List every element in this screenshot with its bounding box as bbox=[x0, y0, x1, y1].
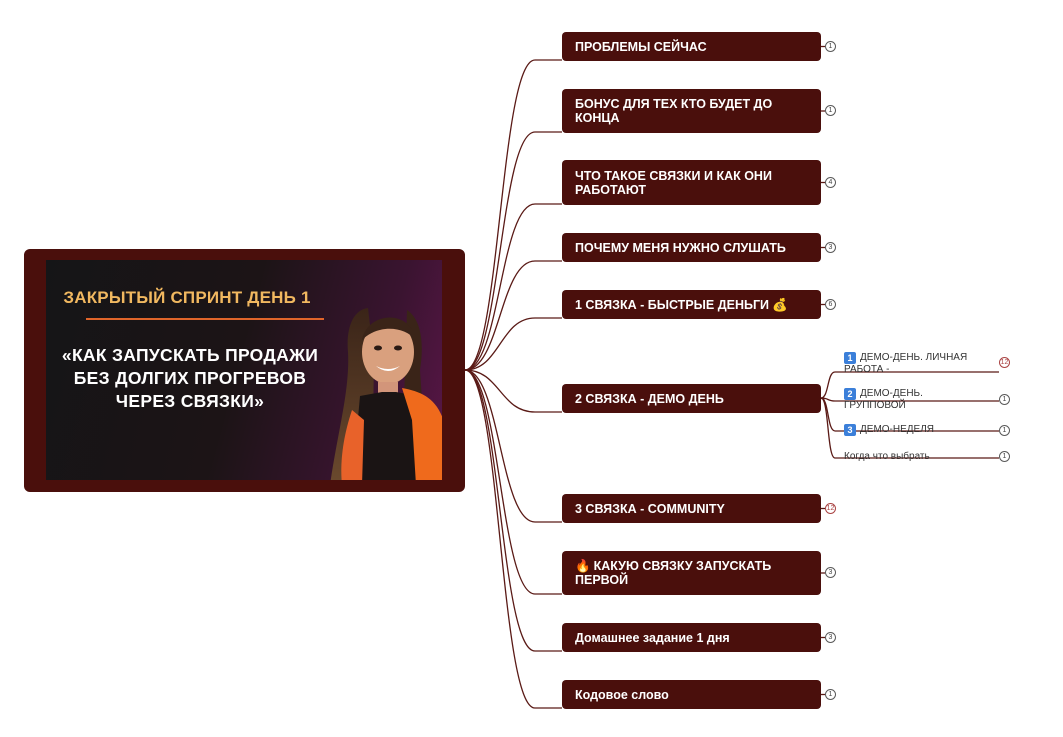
sub-branch-node[interactable]: Когда что выбрать bbox=[844, 451, 994, 462]
sub-branch-label: Когда что выбрать bbox=[844, 451, 930, 462]
sub-branch-label: ДЕМО-ДЕНЬ. ЛИЧНАЯ РАБОТА - bbox=[844, 352, 968, 375]
child-count-badge[interactable]: 3 bbox=[825, 567, 836, 578]
child-count-badge[interactable]: 1 bbox=[999, 394, 1010, 405]
child-count-badge[interactable]: 1 bbox=[999, 425, 1010, 436]
branch-link bbox=[464, 369, 562, 652]
branch-node-label: ПРОБЛЕМЫ СЕЙЧАС bbox=[575, 39, 707, 54]
branch-link bbox=[464, 369, 562, 523]
branch-link bbox=[464, 369, 562, 595]
branch-link bbox=[464, 317, 562, 371]
child-count-badge[interactable]: 1 bbox=[825, 688, 836, 700]
branch-node[interactable]: ПРОБЛЕМЫ СЕЙЧАС bbox=[562, 32, 821, 61]
branch-node-label: 2 СВЯЗКА - ДЕМО ДЕНЬ bbox=[575, 391, 724, 406]
branch-link bbox=[464, 203, 562, 371]
sub-branch-label: ДЕМО-НЕДЕЛЯ bbox=[860, 424, 934, 435]
child-count-badge[interactable]: 6 bbox=[825, 298, 836, 310]
banner-divider bbox=[86, 318, 324, 320]
number-keycap-icon: 2 bbox=[844, 388, 856, 400]
branch-link bbox=[464, 131, 562, 371]
branch-node-label: 1 СВЯЗКА - БЫСТРЫЕ ДЕНЬГИ bbox=[575, 297, 770, 312]
banner-kicker: ЗАКРЫТЫЙ СПРИНТ ДЕНЬ 1 bbox=[63, 288, 311, 307]
child-count-badge[interactable]: 1 bbox=[999, 451, 1010, 462]
sub-branch-label: ДЕМО-ДЕНЬ. ГРУППОВОЙ bbox=[844, 388, 923, 411]
branch-node-label: Домашнее задание 1 дня bbox=[575, 630, 730, 645]
branch-link bbox=[464, 369, 562, 709]
child-count-badge[interactable]: 12 bbox=[999, 357, 1010, 368]
branch-node[interactable]: Домашнее задание 1 дня bbox=[562, 623, 821, 652]
branch-node-label: 3 СВЯЗКА - COMMUNITY bbox=[575, 501, 725, 516]
branch-node[interactable]: ЧТО ТАКОЕ СВЯЗКИ И КАК ОНИ РАБОТАЮТ bbox=[562, 160, 821, 205]
child-count-badge[interactable]: 3 bbox=[825, 631, 836, 643]
number-keycap-icon: 3 bbox=[844, 424, 856, 436]
branch-node[interactable]: 🔥КАКУЮ СВЯЗКУ ЗАПУСКАТЬ ПЕРВОЙ bbox=[562, 551, 821, 595]
child-count-badge[interactable]: 12 bbox=[825, 502, 836, 514]
banner-image: ЗАКРЫТЫЙ СПРИНТ ДЕНЬ 1 «КАК ЗАПУСКАТЬ ПР… bbox=[46, 260, 442, 480]
presenter-photo bbox=[330, 308, 442, 480]
branch-link bbox=[464, 260, 562, 371]
branch-link bbox=[464, 59, 562, 371]
branch-node-label: БОНУС ДЛЯ ТЕХ КТО БУДЕТ ДО КОНЦА bbox=[575, 97, 773, 125]
number-keycap-icon: 1 bbox=[844, 352, 856, 364]
sub-branch-node[interactable]: 3 ДЕМО-НЕДЕЛЯ bbox=[844, 424, 984, 436]
branch-node[interactable]: 2 СВЯЗКА - ДЕМО ДЕНЬ bbox=[562, 384, 821, 413]
central-topic[interactable]: ЗАКРЫТЫЙ СПРИНТ ДЕНЬ 1 «КАК ЗАПУСКАТЬ ПР… bbox=[24, 249, 465, 492]
banner-title: «КАК ЗАПУСКАТЬ ПРОДАЖИ БЕЗ ДОЛГИХ ПРОГРЕ… bbox=[61, 345, 319, 411]
branch-node[interactable]: ПОЧЕМУ МЕНЯ НУЖНО СЛУШАТЬ bbox=[562, 233, 821, 262]
fire-icon: 🔥 bbox=[575, 559, 591, 573]
branch-link bbox=[464, 369, 562, 413]
branch-node-label: ЧТО ТАКОЕ СВЯЗКИ И КАК ОНИ РАБОТАЮТ bbox=[575, 168, 772, 197]
child-count-badge[interactable]: 3 bbox=[825, 241, 836, 253]
branch-node-label: КАКУЮ СВЯЗКУ ЗАПУСКАТЬ ПЕРВОЙ bbox=[575, 559, 772, 587]
branch-node[interactable]: БОНУС ДЛЯ ТЕХ КТО БУДЕТ ДО КОНЦА bbox=[562, 89, 821, 133]
money-bag-icon: 💰 bbox=[772, 297, 788, 312]
branch-node[interactable]: 1 СВЯЗКА - БЫСТРЫЕ ДЕНЬГИ💰 bbox=[562, 290, 821, 319]
child-count-badge[interactable]: 1 bbox=[825, 40, 836, 52]
branch-node[interactable]: Кодовое слово bbox=[562, 680, 821, 709]
child-count-badge[interactable]: 1 bbox=[825, 105, 836, 116]
branch-node[interactable]: 3 СВЯЗКА - COMMUNITY bbox=[562, 494, 821, 523]
branch-node-label: Кодовое слово bbox=[575, 687, 669, 702]
branch-node-label: ПОЧЕМУ МЕНЯ НУЖНО СЛУШАТЬ bbox=[575, 240, 786, 255]
child-count-badge[interactable]: 4 bbox=[825, 176, 836, 188]
